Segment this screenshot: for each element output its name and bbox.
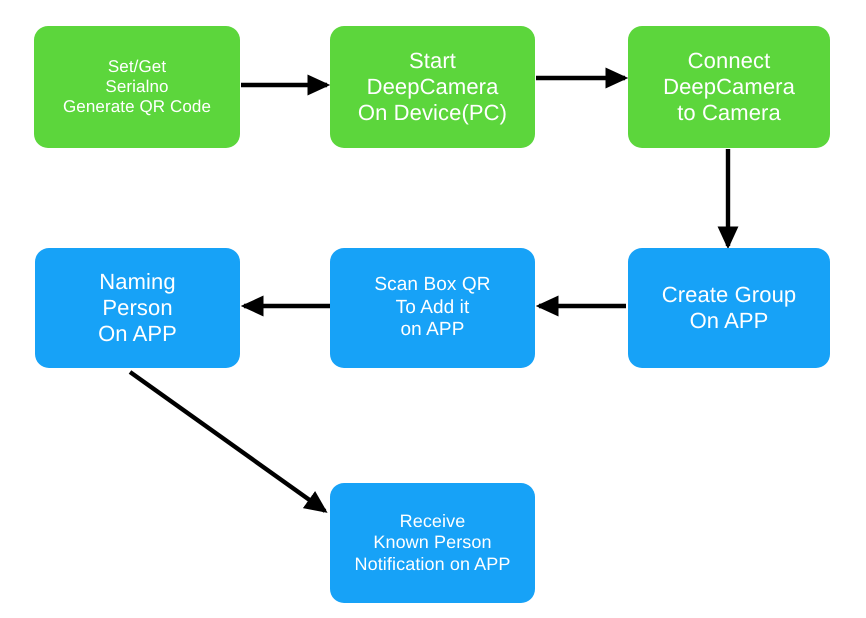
node-receive-notification[interactable]: Receive Known Person Notification on APP: [330, 483, 535, 603]
node-connect-deepcamera-label: Connect DeepCamera to Camera: [663, 48, 795, 125]
node-scan-box-qr-label: Scan Box QR To Add it on APP: [374, 274, 491, 341]
node-naming-person[interactable]: Naming Person On APP: [35, 248, 240, 368]
node-create-group[interactable]: Create Group On APP: [628, 248, 830, 368]
edge-naming-to-receive: [128, 370, 328, 513]
node-serialno-label: Set/Get Serialno Generate QR Code: [62, 56, 212, 117]
node-start-deepcamera-label: Start DeepCamera On Device(PC): [357, 48, 508, 125]
node-naming-person-label: Naming Person On APP: [98, 269, 177, 346]
node-serialno[interactable]: Set/Get Serialno Generate QR Code: [34, 26, 240, 148]
node-start-deepcamera[interactable]: Start DeepCamera On Device(PC): [330, 26, 535, 148]
node-receive-notification-label: Receive Known Person Notification on APP: [354, 511, 511, 574]
node-connect-deepcamera[interactable]: Connect DeepCamera to Camera: [628, 26, 830, 148]
node-scan-box-qr[interactable]: Scan Box QR To Add it on APP: [330, 248, 535, 368]
node-create-group-label: Create Group On APP: [661, 282, 797, 333]
